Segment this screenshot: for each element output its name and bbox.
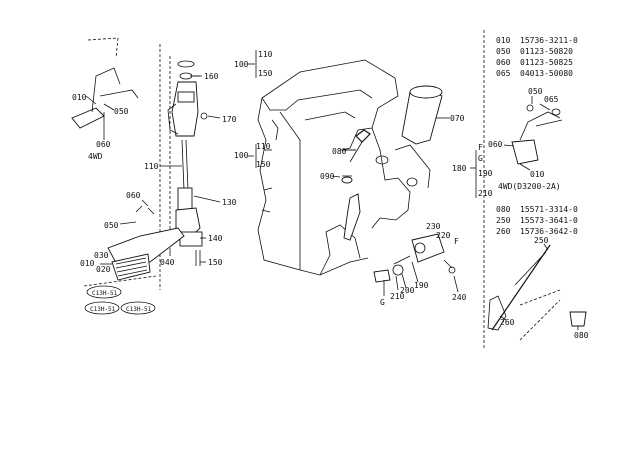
- callout-110: 110: [144, 162, 159, 171]
- stamp-oval: [84, 301, 120, 315]
- part-code: 15736-3211-0: [520, 36, 578, 45]
- part-number-ref: 065: [496, 69, 511, 78]
- pressure-switch-illustration: [373, 233, 456, 283]
- label-4wd-left: 4WD: [88, 152, 103, 161]
- callout-030: 030: [94, 251, 109, 260]
- stamp-oval: [86, 285, 122, 299]
- bracket-a-100: 100: [234, 60, 249, 69]
- bracket-c-190: 190: [478, 169, 493, 178]
- parts-table-top: 010 15736-3211-0 050 01123-50820 060 011…: [496, 36, 578, 78]
- callout-040: 040: [160, 258, 175, 267]
- part-number-ref: 250: [496, 216, 511, 225]
- callout-210: 210: [390, 292, 405, 301]
- callout-060-top: 060: [96, 140, 111, 149]
- bracket-groups: [255, 50, 477, 198]
- part-code: 15736-3642-0: [520, 227, 578, 236]
- callout-240: 240: [452, 293, 467, 302]
- callout-050-top: 050: [114, 107, 129, 116]
- bracket-right-illustration: [503, 104, 563, 165]
- bracket-c-F: F: [478, 143, 483, 152]
- callout-010-right: 010: [530, 170, 545, 179]
- callout-010-top: 010: [72, 93, 87, 102]
- parts-row: 260 15736-3642-0: [496, 227, 578, 236]
- parts-row: 010 15736-3211-0: [496, 36, 578, 45]
- bracket-c-G: G: [478, 154, 483, 163]
- bracket-a-110: 110: [258, 50, 273, 59]
- stamp-text: C13H-51: [126, 306, 152, 313]
- callout-010-bottom: 010: [80, 259, 95, 268]
- part-code: 15573-3641-0: [520, 216, 578, 225]
- bracket-4wd-illustration: [71, 37, 139, 129]
- bottom-left-leader-group: [83, 275, 157, 287]
- callout-200: 200: [400, 286, 415, 295]
- parts-table-bottom: 080 15571-3314-0 250 15573-3641-0 260 15…: [496, 205, 578, 236]
- callout-050-right: 050: [528, 87, 543, 96]
- callout-020: 020: [96, 265, 111, 274]
- dipstick-guide-illustration: [487, 244, 587, 341]
- parts-row: 080 15571-3314-0: [496, 205, 578, 214]
- part-code: 15571-3314-0: [520, 205, 578, 214]
- part-number-ref: 060: [496, 58, 511, 67]
- oil-filter-illustration: [401, 85, 450, 145]
- callout-060-mid: 060: [126, 191, 141, 200]
- callout-250-right: 250: [534, 236, 549, 245]
- bracket-b-100: 100: [234, 151, 249, 160]
- bracket-b-150: 150: [256, 160, 271, 169]
- part-code: 01123-50820: [520, 47, 573, 56]
- bracket-b-110: 110: [256, 142, 271, 151]
- part-number-ref: 050: [496, 47, 511, 56]
- callout-190: 190: [414, 281, 429, 290]
- callout-labels: 010 050 060 4WD 160 170 110 130 140 150 …: [72, 50, 589, 340]
- callout-220: 220: [436, 231, 451, 240]
- stamp-oval: [120, 301, 156, 315]
- callout-090: 090: [320, 172, 335, 181]
- part-code: 01123-50825: [520, 58, 573, 67]
- callout-170: 170: [222, 115, 237, 124]
- callout-230: 230: [426, 222, 441, 231]
- callout-F-right: F: [454, 237, 459, 246]
- part-number-ref: 010: [496, 36, 511, 45]
- parts-row: 060 01123-50825: [496, 58, 573, 67]
- part-number-ref: 080: [496, 205, 511, 214]
- parts-row: 065 04013-50080: [496, 69, 573, 78]
- stamp-text: C13H-51: [90, 306, 116, 313]
- callout-065-right: 065: [544, 95, 559, 104]
- callout-060-right: 060: [488, 140, 503, 149]
- callout-140: 140: [208, 234, 223, 243]
- parts-row: 050 01123-50820: [496, 47, 573, 56]
- label-4wd-d3200: 4WD(D3200-2A): [498, 182, 561, 191]
- engine-block-illustration: [257, 59, 431, 276]
- part-code: 04013-50080: [520, 69, 573, 78]
- leader-lines: [85, 63, 579, 330]
- bracket-c-180: 180: [452, 164, 467, 173]
- bracket-a-150: 150: [258, 69, 273, 78]
- parts-row: 250 15573-3641-0: [496, 216, 578, 225]
- strainer-illustration: [107, 205, 185, 281]
- callout-080: 080: [332, 147, 347, 156]
- callout-260-right: 260: [500, 318, 515, 327]
- callout-080-right: 080: [574, 331, 589, 340]
- callout-G-right: G: [380, 298, 385, 307]
- stamp-group: C13H-51 C13H-51 C13H-51: [84, 285, 156, 315]
- callout-150: 150: [208, 258, 223, 267]
- oil-pump-illustration: [159, 44, 208, 290]
- part-number-ref: 260: [496, 227, 511, 236]
- bracket-c-210: 210: [478, 189, 493, 198]
- callout-070: 070: [450, 114, 465, 123]
- callout-050-mid: 050: [104, 221, 119, 230]
- stamp-text: C13H-51: [92, 290, 118, 297]
- callout-130: 130: [222, 198, 237, 207]
- callout-160: 160: [204, 72, 219, 81]
